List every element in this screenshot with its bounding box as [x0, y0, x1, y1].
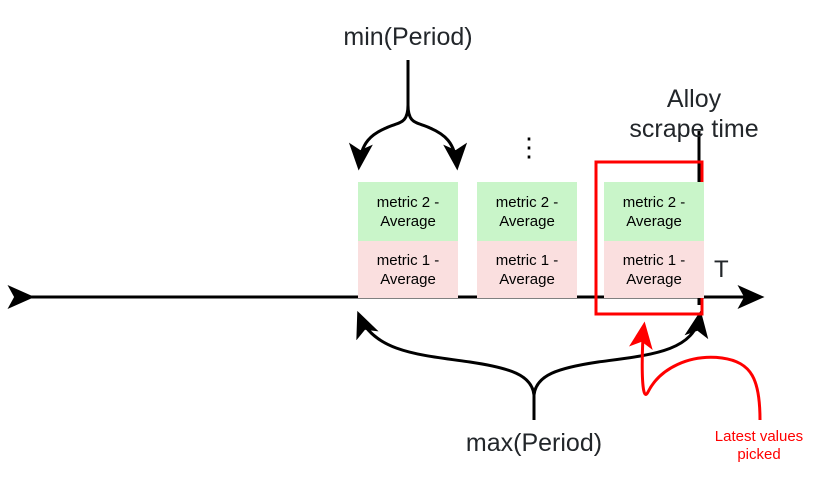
metric-1-cell: metric 1 - Average	[604, 241, 704, 298]
max-period-label: max(Period)	[465, 429, 603, 457]
max-period-arrow	[356, 310, 709, 420]
metric-1-cell: metric 1 - Average	[358, 241, 458, 298]
metric-2-cell: metric 2 - Average	[477, 182, 577, 241]
latest-values-picked-label: Latest values picked	[714, 428, 804, 463]
metric-2-cell: metric 2 - Average	[604, 182, 704, 241]
min-period-label: min(Period)	[343, 23, 473, 51]
min-period-arrow	[348, 60, 468, 171]
alloy-scrape-time-label: Alloy scrape time	[629, 85, 759, 143]
latest-values-pointer	[628, 321, 762, 421]
sample-box-1: metric 2 - Average metric 1 - Average	[358, 182, 458, 298]
metric-1-cell: metric 1 - Average	[477, 241, 577, 298]
ellipsis-between-samples: ⋮	[516, 132, 542, 162]
metric-2-cell: metric 2 - Average	[358, 182, 458, 241]
sample-box-3: metric 2 - Average metric 1 - Average	[604, 182, 704, 298]
sample-box-2: metric 2 - Average metric 1 - Average	[477, 182, 577, 298]
axis-label-t: T	[714, 256, 729, 283]
